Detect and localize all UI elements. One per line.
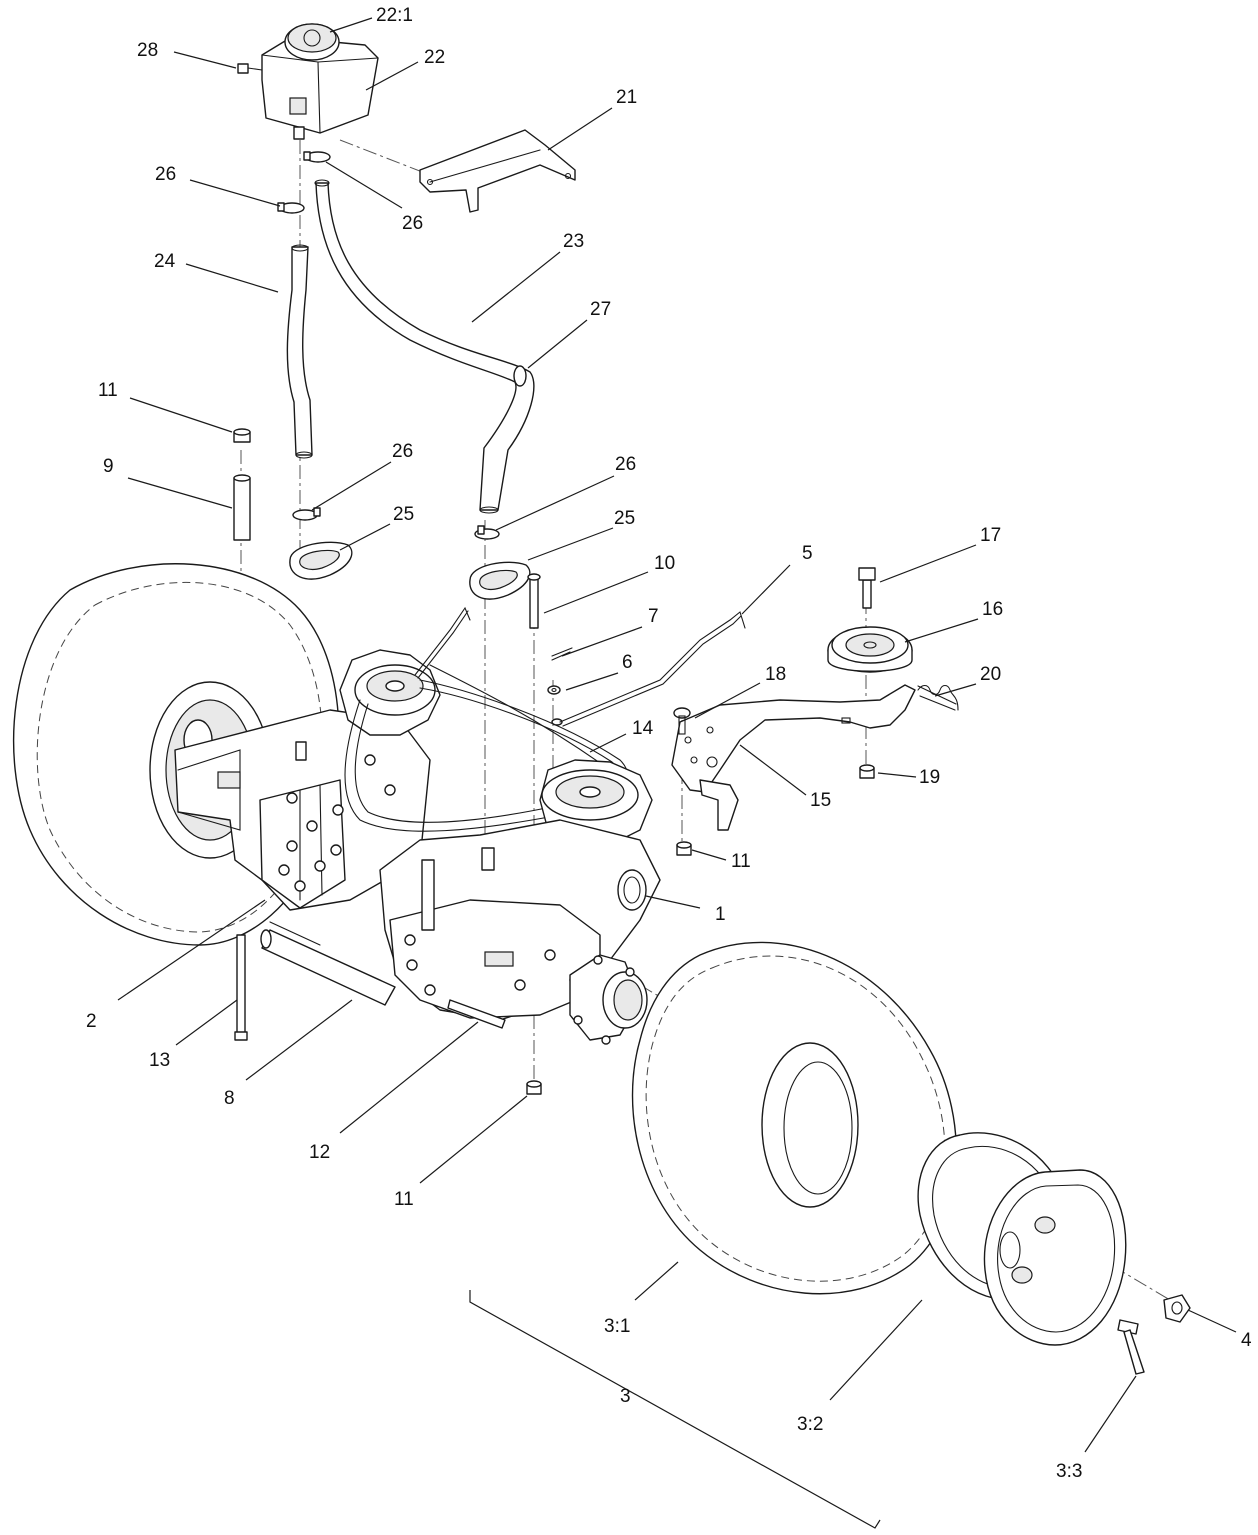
- right-hub: [569, 954, 648, 1045]
- clamp-4: [474, 525, 500, 540]
- callout-9: 9: [103, 456, 114, 477]
- idler-pulley-16: [827, 626, 913, 673]
- callout-27: 27: [590, 299, 611, 320]
- right-tire: [631, 941, 957, 1295]
- control-rod-5: [559, 611, 746, 727]
- clamps: [277, 151, 500, 540]
- bolt-13: [234, 934, 248, 1041]
- reservoir: [237, 23, 379, 140]
- bolt-17: [858, 567, 876, 609]
- carriage-bolt-18: [673, 707, 691, 735]
- callout-1: 1: [715, 904, 726, 925]
- callout-labels: 22:1 28 22 21 26 26 24 23 27 11 9 26 26 …: [86, 5, 1252, 1482]
- left-transaxle: [174, 709, 431, 911]
- callout-25-b: 25: [614, 508, 635, 529]
- clamp-2: [277, 202, 305, 214]
- pin-12: [447, 999, 506, 1029]
- grommet-1: [289, 541, 353, 580]
- callout-18: 18: [765, 664, 786, 685]
- callout-11-c: 11: [394, 1189, 414, 1210]
- callout-26-d: 26: [615, 454, 636, 475]
- callout-13: 13: [149, 1050, 170, 1071]
- callout-12: 12: [309, 1142, 330, 1163]
- callout-22: 22: [424, 47, 445, 68]
- callout-24: 24: [154, 251, 176, 272]
- callout-4: 4: [1241, 1330, 1252, 1351]
- cotter-pin-7: [551, 647, 573, 661]
- reservoir-cap: [284, 23, 340, 61]
- nut-top: [233, 428, 251, 443]
- reservoir-bracket: [419, 129, 576, 213]
- callout-14: 14: [632, 718, 654, 739]
- callout-17: 17: [980, 525, 1001, 546]
- callout-16: 16: [982, 599, 1003, 620]
- spring-20: [917, 684, 959, 711]
- callout-15: 15: [810, 790, 831, 811]
- callout-19: 19: [919, 767, 940, 788]
- lug-nut-4: [1163, 1294, 1191, 1323]
- wheel-rim: [917, 1132, 1127, 1346]
- hose-left: [286, 244, 313, 459]
- callout-2: 2: [86, 1011, 97, 1032]
- callout-26-a: 26: [155, 164, 176, 185]
- callout-25-a: 25: [393, 504, 414, 525]
- callout-3-3: 3:3: [1056, 1461, 1082, 1482]
- callout-11-b: 11: [731, 851, 751, 872]
- nut-bottom: [526, 1080, 542, 1095]
- callout-23: 23: [563, 231, 584, 252]
- group-bracket-3: [469, 1290, 881, 1529]
- callout-20: 20: [980, 664, 1001, 685]
- callout-10: 10: [654, 553, 675, 574]
- callout-3-2: 3:2: [797, 1414, 823, 1435]
- callout-26-b: 26: [402, 213, 423, 234]
- callout-5: 5: [802, 543, 813, 564]
- idler-arm: [671, 684, 916, 831]
- clamp-1: [303, 151, 331, 163]
- nut-11-idler: [676, 841, 692, 856]
- pin-10: [527, 573, 541, 629]
- callout-28: 28: [137, 40, 158, 61]
- nut-19: [859, 764, 875, 779]
- callout-3: 3: [620, 1386, 631, 1407]
- washer-small: [551, 718, 563, 726]
- callout-11-a: 11: [98, 380, 118, 401]
- grommet-2: [469, 561, 531, 600]
- left-rod: [414, 606, 471, 679]
- shaft-8: [260, 921, 396, 1006]
- washer-6: [547, 685, 561, 695]
- leader-lines: [117, 17, 1237, 1453]
- clamp-3: [292, 507, 321, 521]
- hose-right: [314, 179, 535, 514]
- left-transaxle-bolts: [278, 754, 396, 892]
- callout-6: 6: [622, 652, 633, 673]
- callout-7: 7: [648, 606, 659, 627]
- reservoir-screw: [237, 63, 263, 74]
- valve-stem-3-3: [1117, 1319, 1145, 1375]
- callout-26-c: 26: [392, 441, 413, 462]
- callout-21: 21: [616, 87, 637, 108]
- callout-3-1: 3:1: [604, 1316, 630, 1337]
- callout-8: 8: [224, 1088, 235, 1109]
- grommets: [289, 541, 531, 600]
- callout-22-1: 22:1: [376, 5, 413, 26]
- spacer: [233, 474, 251, 541]
